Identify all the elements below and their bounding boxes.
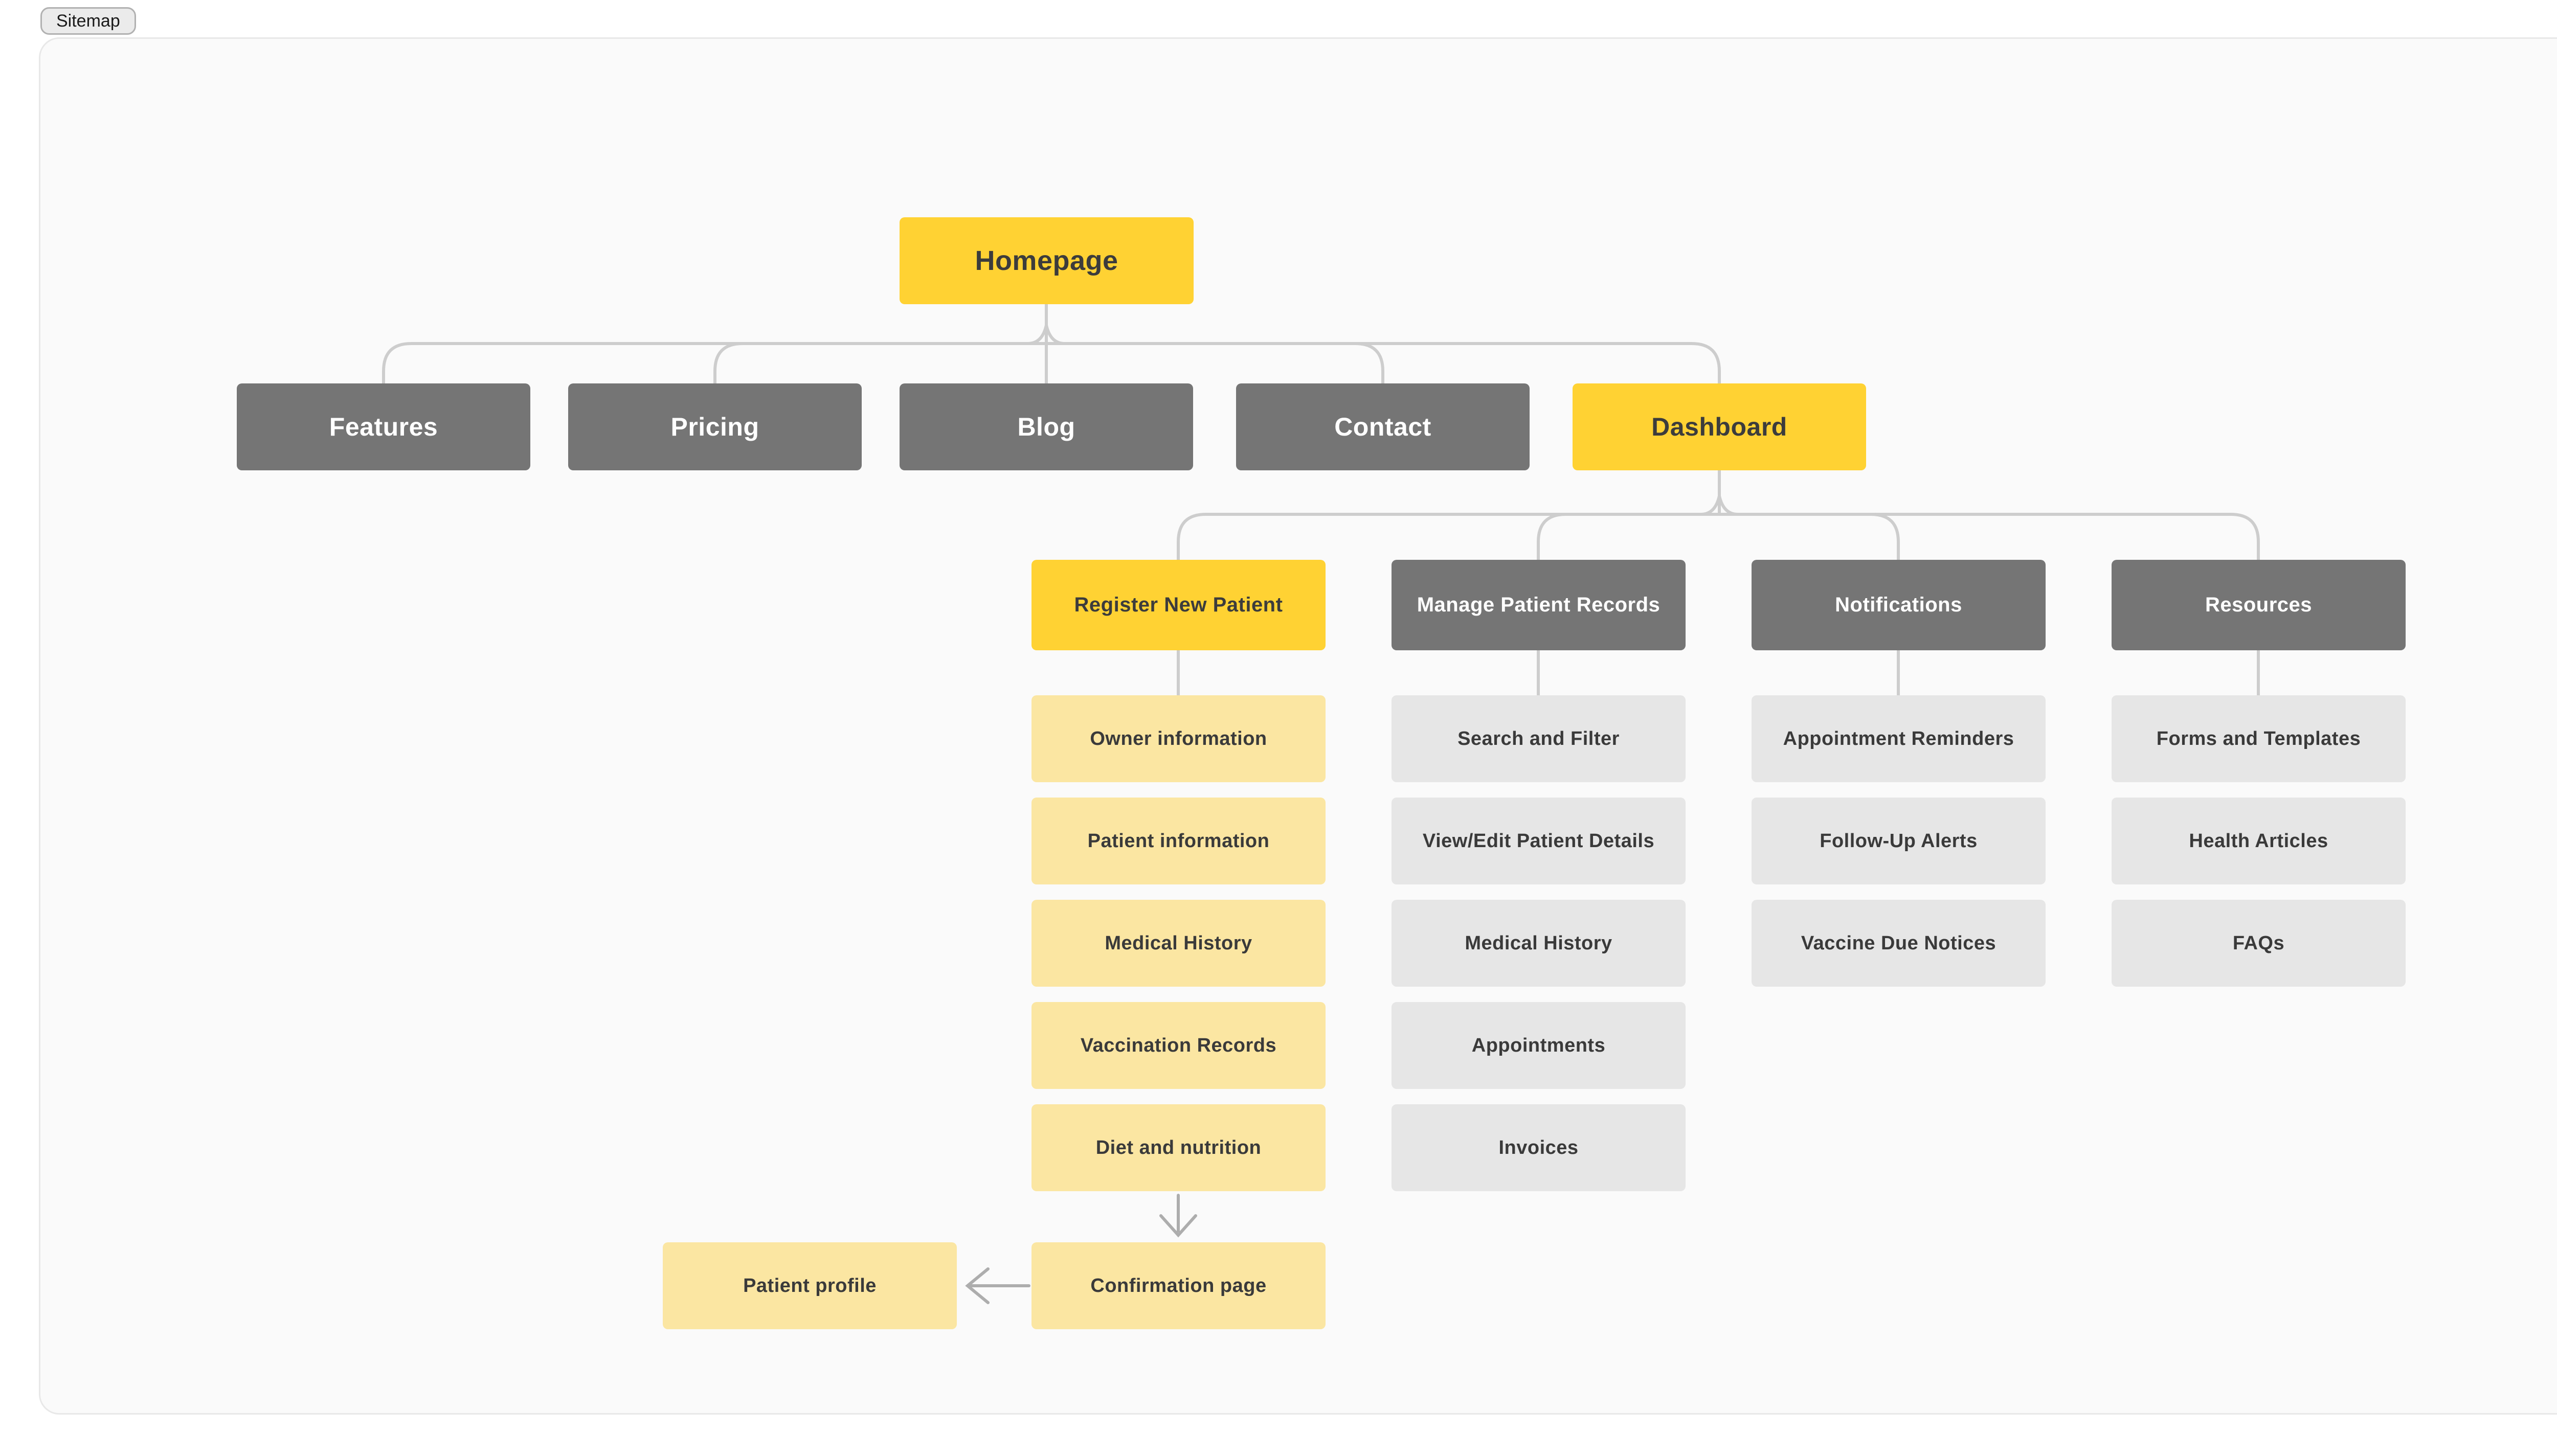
node-follow-up-alerts[interactable]: Follow-Up Alerts [1752,798,2046,884]
node-forms-and-templates[interactable]: Forms and Templates [2112,695,2406,782]
node-medical-history-register[interactable]: Medical History [1031,900,1326,987]
node-faqs[interactable]: FAQs [2112,900,2406,987]
node-owner-information[interactable]: Owner information [1031,695,1326,782]
node-homepage[interactable]: Homepage [900,217,1194,304]
node-appointment-reminders[interactable]: Appointment Reminders [1752,695,2046,782]
node-medical-history-manage[interactable]: Medical History [1392,900,1686,987]
node-diet-and-nutrition[interactable]: Diet and nutrition [1031,1104,1326,1191]
node-manage-patient-records[interactable]: Manage Patient Records [1392,560,1686,650]
node-pricing[interactable]: Pricing [568,383,862,470]
node-blog[interactable]: Blog [900,383,1193,470]
node-invoices[interactable]: Invoices [1392,1104,1686,1191]
node-resources[interactable]: Resources [2112,560,2406,650]
node-register-new-patient[interactable]: Register New Patient [1031,560,1326,650]
node-features[interactable]: Features [237,383,530,470]
node-view-edit-patient-details[interactable]: View/Edit Patient Details [1392,798,1686,884]
node-search-and-filter[interactable]: Search and Filter [1392,695,1686,782]
node-patient-profile[interactable]: Patient profile [663,1242,957,1329]
node-appointments[interactable]: Appointments [1392,1002,1686,1089]
node-vaccination-records[interactable]: Vaccination Records [1031,1002,1326,1089]
node-patient-information[interactable]: Patient information [1031,798,1326,884]
node-contact[interactable]: Contact [1236,383,1530,470]
node-health-articles[interactable]: Health Articles [2112,798,2406,884]
node-dashboard[interactable]: Dashboard [1573,383,1866,470]
node-notifications[interactable]: Notifications [1752,560,2046,650]
node-vaccine-due-notices[interactable]: Vaccine Due Notices [1752,900,2046,987]
node-confirmation-page[interactable]: Confirmation page [1031,1242,1326,1329]
sitemap-section-tag[interactable]: Sitemap [40,7,136,35]
